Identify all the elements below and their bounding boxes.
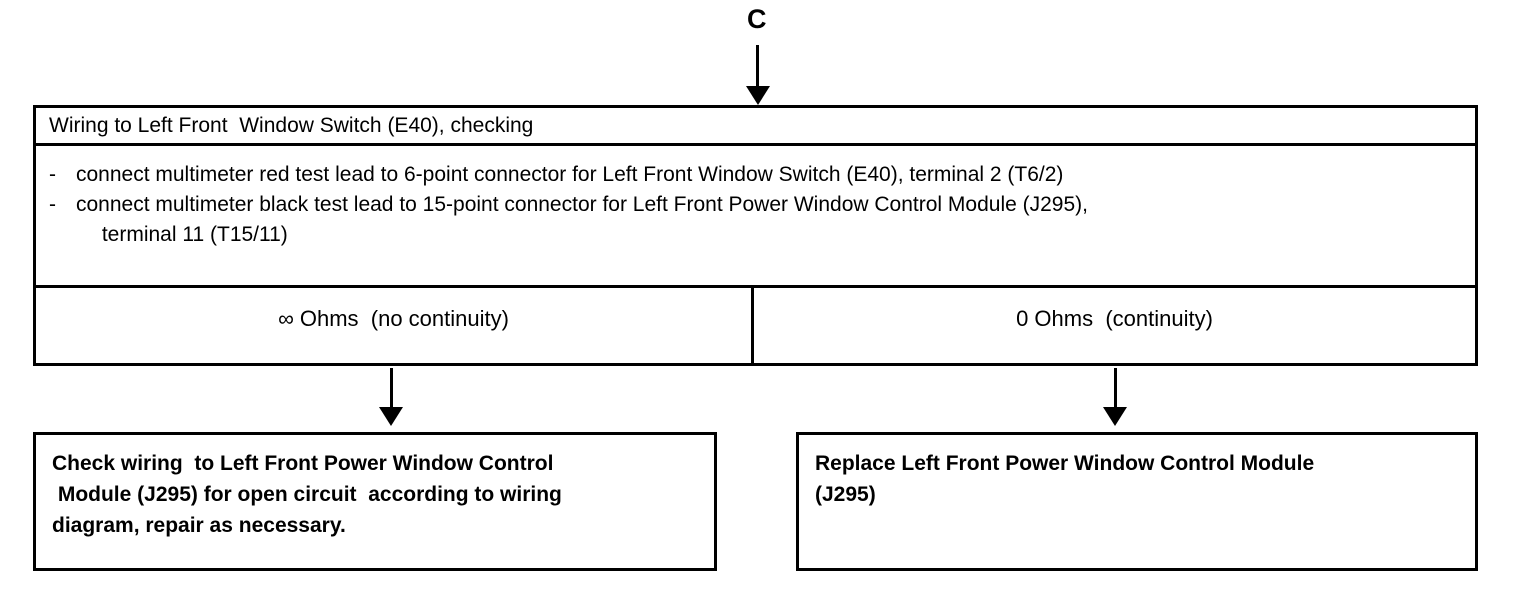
down-arrow-icon	[1103, 407, 1127, 426]
down-arrow-icon	[379, 407, 403, 426]
instruction-item: - connect multimeter red test lead to 6-…	[49, 160, 1465, 190]
left-branch-arrow-shaft	[390, 368, 393, 410]
outcome-text-line: (J295)	[815, 483, 876, 506]
entry-connector-label: C	[747, 4, 767, 34]
entry-arrow-shaft	[756, 45, 759, 89]
bullet-dash: -	[49, 163, 56, 186]
outcome-text-line: Replace Left Front Power Window Control …	[815, 452, 1315, 475]
instruction-continuation: terminal 11 (T15/11)	[96, 223, 288, 246]
outcome-box-replace-module: Replace Left Front Power Window Control …	[796, 432, 1478, 571]
outcome-text-line: Check wiring to Left Front Power Window …	[52, 452, 554, 475]
outcome-box-check-wiring: Check wiring to Left Front Power Window …	[33, 432, 717, 571]
test-step-box: Wiring to Left Front Window Switch (E40)…	[33, 105, 1478, 366]
result-option-no-continuity: ∞ Ohms (no continuity)	[36, 288, 754, 363]
result-option-continuity: 0 Ohms (continuity)	[1016, 306, 1213, 331]
outcome-text-line: diagram, repair as necessary.	[52, 514, 346, 537]
test-step-instructions: - connect multimeter red test lead to 6-…	[36, 146, 1475, 288]
instruction-text: connect multimeter red test lead to 6-po…	[76, 163, 1064, 186]
instruction-item: - connect multimeter black test lead to …	[49, 190, 1465, 220]
instruction-text: connect multimeter black test lead to 15…	[76, 193, 1088, 216]
result-options-row: ∞ Ohms (no continuity) 0 Ohms (continuit…	[36, 288, 1475, 363]
outcome-text-line: Module (J295) for open circuit according…	[52, 483, 562, 506]
right-branch-arrow-shaft	[1114, 368, 1117, 410]
bullet-dash: -	[49, 193, 56, 216]
test-step-title: Wiring to Left Front Window Switch (E40)…	[36, 108, 1475, 146]
down-arrow-icon	[746, 86, 770, 105]
